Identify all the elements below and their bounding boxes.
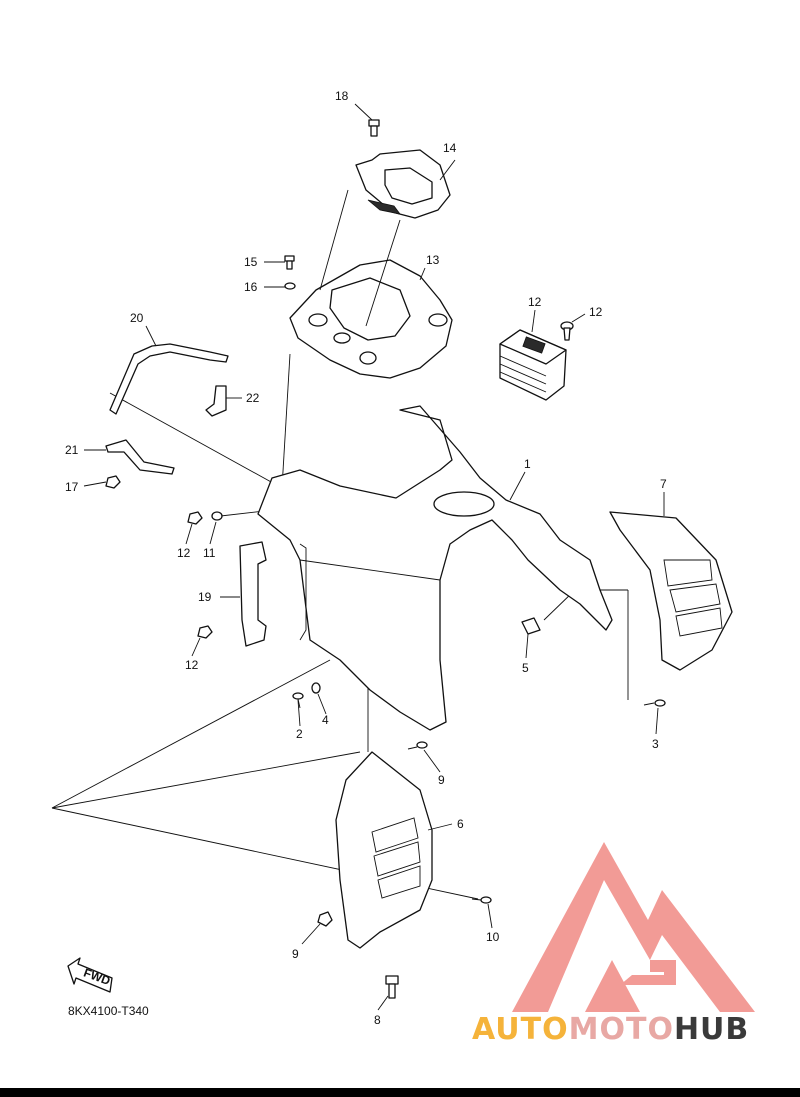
label-part-6: 6	[457, 817, 464, 831]
clip-14	[560, 321, 574, 341]
label-part-18: 16	[244, 280, 258, 294]
label-part-23: 21	[65, 443, 79, 457]
label-part-2: 2	[296, 727, 303, 741]
fastener-12a	[187, 511, 203, 525]
washer-18	[284, 282, 296, 290]
label-part-21: 19	[198, 590, 212, 604]
label-part-14: 12	[589, 305, 603, 319]
louver-cover-6	[335, 751, 433, 949]
label-part-22: 20	[130, 311, 144, 325]
label-part-19: 17	[65, 480, 79, 494]
stay-23	[105, 439, 175, 475]
louver-cover-7	[609, 511, 733, 671]
label-part-12a: 12	[177, 546, 191, 560]
fastener-11	[211, 511, 223, 521]
label-part-5: 5	[522, 661, 529, 675]
bracket-21	[239, 541, 267, 647]
label-part-7: 7	[660, 477, 667, 491]
part-labels: 18 14 15 16 13 12 12 20 22 21 17 1 7 12 …	[65, 89, 667, 1027]
label-part-11: 11	[203, 546, 216, 560]
bolt-17	[284, 255, 295, 270]
fastener-10	[471, 896, 492, 904]
label-part-8: 8	[374, 1013, 381, 1027]
bottom-bar	[0, 1088, 800, 1097]
fastener-4	[311, 682, 321, 694]
label-part-13: 12	[528, 295, 542, 309]
watermark-logo	[512, 842, 755, 1012]
brand-moto: MOTO	[568, 1012, 674, 1047]
label-part-9a: 9	[438, 773, 445, 787]
label-part-24: 22	[246, 391, 260, 405]
stay-24	[205, 385, 227, 417]
fastener-9a	[407, 741, 428, 750]
main-cover-1	[257, 405, 613, 731]
diagram-code: 8KX4100-T340	[68, 1004, 149, 1018]
label-part-9b: 9	[292, 947, 299, 961]
bolt-20	[368, 119, 380, 137]
fastener-5	[521, 617, 541, 635]
fastener-3	[643, 699, 666, 707]
fastener-12b	[197, 625, 213, 639]
label-part-1: 1	[524, 457, 531, 471]
leader-lines	[83, 103, 665, 1011]
fastener-9b	[317, 911, 333, 927]
label-part-4: 4	[322, 713, 329, 727]
brand-auto: AUTO	[472, 1012, 569, 1047]
bolt-8	[385, 975, 399, 999]
brand-hub: HUB	[673, 1012, 750, 1047]
fwd-arrow-icon: FWD	[67, 957, 113, 993]
label-part-3: 3	[652, 737, 659, 751]
label-part-10: 10	[486, 930, 500, 944]
label-part-16: 14	[443, 141, 457, 155]
label-part-17: 15	[244, 255, 258, 269]
label-part-15: 13	[426, 253, 440, 267]
meter-housing-15	[289, 189, 453, 379]
nut-19	[105, 475, 121, 489]
box-13	[499, 329, 567, 401]
cover-16	[355, 149, 451, 219]
label-part-12b: 12	[185, 658, 199, 672]
label-part-20: 18	[335, 89, 349, 103]
stay-22	[109, 343, 229, 415]
watermark-brand: AUTOMOTOHUB	[472, 1012, 749, 1047]
